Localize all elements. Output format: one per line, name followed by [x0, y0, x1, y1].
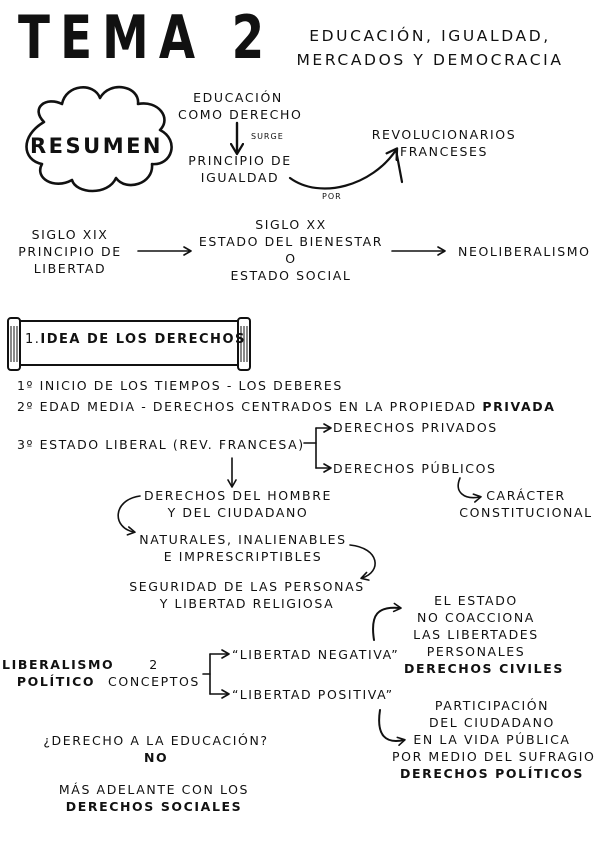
principio-block: PRINCIPIO DE IGUALDAD [180, 152, 300, 186]
section-number: 1. [25, 332, 41, 347]
list-item-2: 2º EDAD MEDIA - DERECHOS CENTRADOS EN LA… [17, 398, 556, 415]
estado-line-4: PERSONALES [426, 644, 526, 659]
estado-line-1: EL ESTADO [434, 593, 518, 608]
page-subtitle: EDUCACIÓN, IGUALDAD, MERCADOS Y DEMOCRAC… [280, 24, 580, 72]
hombre-line-2: Y DEL CIUDADANO [167, 505, 309, 520]
section-heading: IDEA DE LOS DERECHOS [40, 332, 246, 347]
naturales-arrow-icon [349, 544, 376, 581]
siglo-xx-line-2: ESTADO DEL BIENESTAR [198, 234, 384, 249]
participacion-line-1: PARTICIPACIÓN [434, 698, 550, 713]
educacion-block: EDUCACIÓN COMO DERECHO [178, 89, 303, 123]
page-title: TEMA 2 [18, 3, 275, 73]
siglo-xix-line-1: SIGLO XIX [31, 227, 109, 242]
seguridad-line-2: Y LIBERTAD RELIGIOSA [159, 596, 335, 611]
positiva-arrow-icon [378, 709, 406, 747]
naturales-line-2: E IMPRESCRIPTIBLES [163, 549, 323, 564]
conceptos-block: 2 CONCEPTOS [106, 656, 202, 690]
curved-arrow-icon [288, 150, 396, 190]
revolucionarios-line-1: REVOLUCIONARIOS [371, 127, 517, 142]
adelante-block: MÁS ADELANTE CON LOS DERECHOS SOCIALES [54, 781, 254, 815]
list-item-2-text: 2º EDAD MEDIA - DERECHOS CENTRADOS EN LA… [17, 399, 483, 414]
section-title: 1.IDEA DE LOS DERECHOS [25, 332, 246, 347]
derechos-politicos: DERECHOS POLÍTICOS [400, 766, 584, 781]
surge-label: SURGE [251, 132, 284, 141]
hombre-block: DERECHOS DEL HOMBRE Y DEL CIUDADANO [140, 487, 336, 521]
siglo-xx-line-3: O [285, 251, 297, 266]
resumen-badge: RESUMEN [30, 134, 164, 158]
derechos-publicos: DERECHOS PÚBLICOS [333, 461, 497, 476]
educacion-line-1: EDUCACIÓN [193, 90, 283, 105]
naturales-block: NATURALES, INALIENABLES E IMPRESCRIPTIBL… [130, 531, 356, 565]
scroll-banner-icon [7, 317, 251, 371]
negativa-arrow-icon [372, 602, 402, 641]
subtitle-line-2: MERCADOS Y DEMOCRACIA [296, 51, 564, 69]
caracter-arrow-icon [457, 477, 482, 503]
list-item-1: 1º INICIO DE LOS TIEMPOS - LOS DEBERES [17, 378, 343, 393]
siglo-xx-line-1: SIGLO XX [255, 217, 327, 232]
estado-line-2: NO COACCIONA [417, 610, 535, 625]
libertad-negativa: “LIBERTAD NEGATIVA” [232, 647, 400, 662]
participacion-line-2: DEL CIUDADANO [429, 715, 555, 730]
siglo-xix-line-2: PRINCIPIO DE [18, 244, 122, 259]
libertad-positiva: “LIBERTAD POSITIVA” [232, 687, 394, 702]
naturales-line-1: NATURALES, INALIENABLES [139, 532, 347, 547]
principio-line-2: IGUALDAD [200, 170, 280, 185]
derechos-sociales: DERECHOS SOCIALES [65, 799, 243, 814]
siglo-xix-block: SIGLO XIX PRINCIPIO DE LIBERTAD [12, 226, 128, 277]
derechos-privados: DERECHOS PRIVADOS [333, 420, 498, 435]
subtitle-line-1: EDUCACIÓN, IGUALDAD, [309, 27, 551, 45]
list-item-2-bold: PRIVADA [482, 399, 556, 414]
question-text: ¿DERECHO A LA EDUCACIÓN? [43, 733, 269, 748]
revolucionarios-line-2: FRANCESES [399, 144, 489, 159]
question-block: ¿DERECHO A LA EDUCACIÓN? NO [36, 732, 276, 766]
revolucionarios-block: REVOLUCIONARIOS FRANCESES [364, 126, 524, 160]
neoliberalismo-label: NEOLIBERALISMO [458, 244, 591, 259]
participacion-block: PARTICIPACIÓN DEL CIUDADANO EN LA VIDA P… [392, 697, 596, 782]
por-label: POR [322, 192, 342, 201]
educacion-line-2: COMO DERECHO [178, 107, 303, 122]
adelante-line-1: MÁS ADELANTE CON LOS [58, 782, 250, 797]
principio-line-1: PRINCIPIO DE [188, 153, 292, 168]
liberalismo-block: LIBERALISMO POLÍTICO [2, 656, 115, 690]
participacion-line-4: POR MEDIO DEL SUFRAGIO [392, 749, 596, 764]
estado-block: EL ESTADO NO COACCIONA LAS LIBERTADES PE… [404, 592, 564, 677]
caracter-line-2: CONSTITUCIONAL [459, 505, 593, 520]
liberalismo-line-2: POLÍTICO [16, 674, 96, 689]
conceptos-line-2: CONCEPTOS [108, 674, 200, 689]
siglo-xix-line-3: LIBERTAD [33, 261, 107, 276]
siglo-xx-block: SIGLO XX ESTADO DEL BIENESTAR O ESTADO S… [196, 216, 386, 284]
liberalismo-line-1: LIBERALISMO [2, 657, 115, 672]
list-item-3: 3º ESTADO LIBERAL (REV. FRANCESA) [17, 437, 305, 452]
hombre-line-1: DERECHOS DEL HOMBRE [143, 488, 333, 503]
seguridad-line-1: SEGURIDAD DE LAS PERSONAS [129, 579, 365, 594]
caracter-block: CARÁCTER CONSTITUCIONAL [452, 487, 600, 521]
hombre-arrow-icon [117, 495, 141, 536]
seguridad-block: SEGURIDAD DE LAS PERSONAS Y LIBERTAD REL… [124, 578, 370, 612]
cloud-icon [25, 85, 173, 193]
siglo-xx-line-4: ESTADO SOCIAL [230, 268, 352, 283]
estado-line-3: LAS LIBERTADES [413, 627, 539, 642]
derechos-civiles: DERECHOS CIVILES [404, 661, 564, 676]
participacion-line-3: EN LA VIDA PÚBLICA [413, 732, 571, 747]
caracter-line-1: CARÁCTER [486, 488, 566, 503]
answer-text: NO [144, 750, 169, 765]
conceptos-line-1: 2 [149, 657, 159, 672]
